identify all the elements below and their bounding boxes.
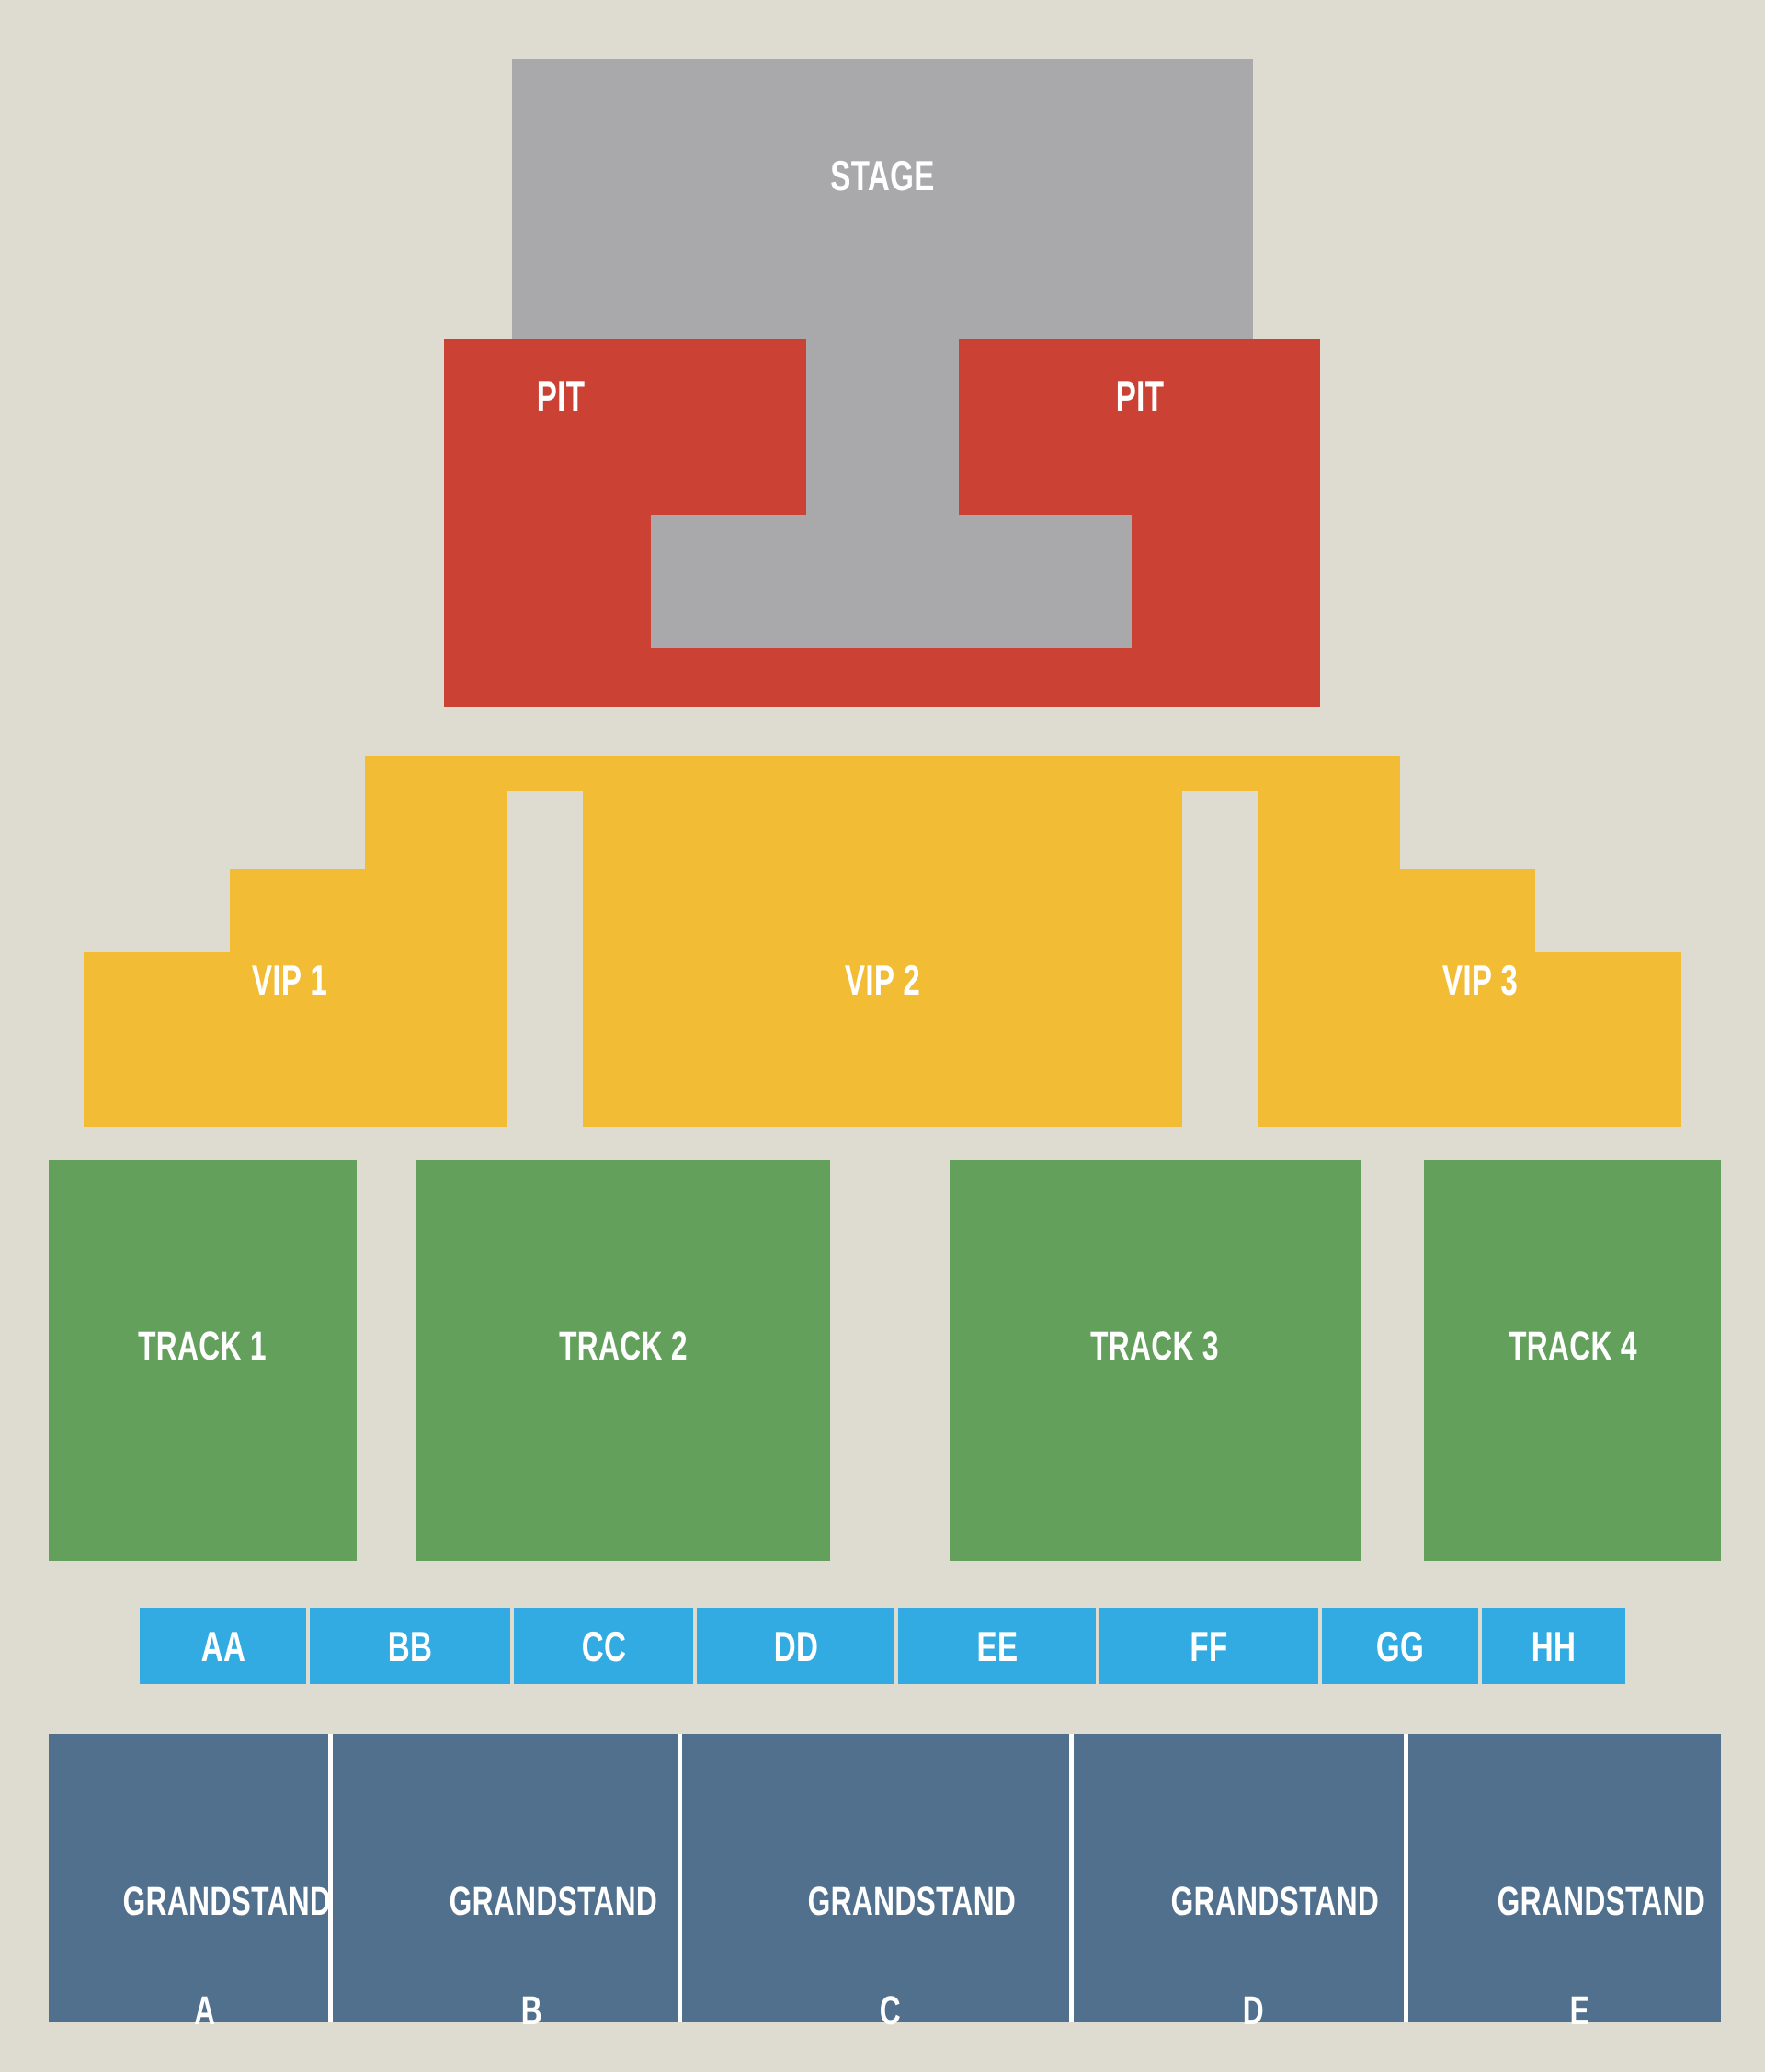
block-ee-shape[interactable]: [898, 1608, 1096, 1684]
pit-left-upper[interactable]: [444, 339, 806, 515]
grandstand-d-section[interactable]: [1074, 1734, 1404, 2022]
stage-shape[interactable]: [512, 59, 1253, 648]
block-bb-shape[interactable]: [310, 1608, 510, 1684]
vip-3-shape[interactable]: [1258, 756, 1681, 1127]
vip-1-steps[interactable]: [84, 756, 507, 1127]
vip-aisle-right: [1182, 791, 1258, 1127]
block-aa-shape[interactable]: [140, 1608, 306, 1684]
block-hh-shape[interactable]: [1482, 1608, 1625, 1684]
grandstand-e-section[interactable]: [1408, 1734, 1721, 2022]
grandstand-divider-3: [1069, 1734, 1074, 2022]
grandstand-row-shape: [49, 1734, 1721, 2022]
grandstand-divider-4: [1404, 1734, 1408, 2022]
track-2-shape[interactable]: [416, 1160, 830, 1561]
vip-2-body[interactable]: [583, 756, 1182, 1127]
block-cc-shape[interactable]: [514, 1608, 693, 1684]
block-gg-shape[interactable]: [1322, 1608, 1478, 1684]
track-1-shape[interactable]: [49, 1160, 357, 1561]
grandstand-b-section[interactable]: [333, 1734, 678, 2022]
block-dd-shape[interactable]: [697, 1608, 894, 1684]
block-ff-shape[interactable]: [1099, 1608, 1318, 1684]
grandstand-a-section[interactable]: [49, 1734, 328, 2022]
grandstand-divider-2: [678, 1734, 682, 2022]
vip-aisle-left: [507, 791, 583, 1127]
grandstand-c-section[interactable]: [682, 1734, 1069, 2022]
track-3-shape[interactable]: [950, 1160, 1361, 1561]
pit-right-upper[interactable]: [959, 339, 1320, 515]
track-4-shape[interactable]: [1424, 1160, 1721, 1561]
pit-bottom-bridge[interactable]: [444, 648, 1320, 707]
grandstand-divider-1: [328, 1734, 333, 2022]
